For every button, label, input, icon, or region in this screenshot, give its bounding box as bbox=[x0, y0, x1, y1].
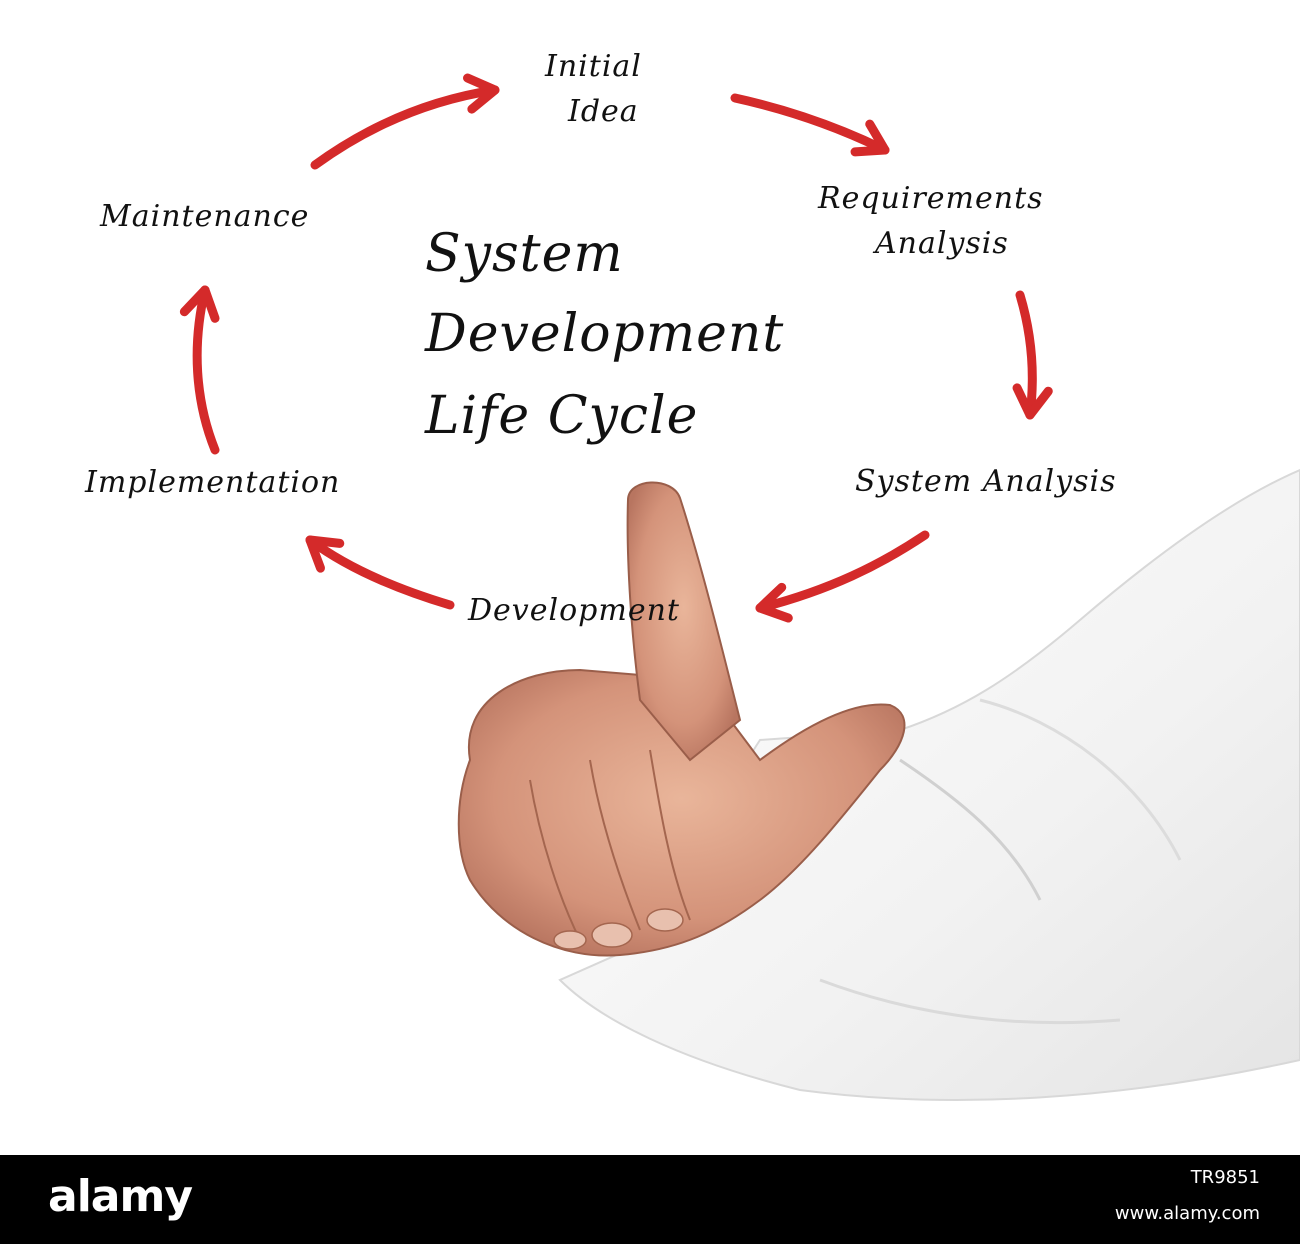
arrow-development-to-implementation-head bbox=[305, 535, 345, 573]
diagram-title-line-2: Development bbox=[425, 304, 785, 364]
arrow-development-to-implementation bbox=[305, 535, 455, 610]
arrow-system-analysis-to-development-head bbox=[755, 582, 793, 623]
arrow-initial-idea-to-requirements-head bbox=[850, 119, 890, 157]
arrow-requirements-to-system-analysis bbox=[1015, 290, 1037, 420]
sleeve-fold bbox=[819, 978, 1121, 1025]
stage-system-analysis: System Analysis bbox=[855, 464, 1117, 499]
stage-requirements-analysis-line-1: Requirements bbox=[818, 181, 1044, 216]
stage-requirements-analysis-line-2: Analysis bbox=[875, 226, 1009, 261]
image-id: TR9851 bbox=[1190, 1167, 1260, 1188]
stage-maintenance: Maintenance bbox=[100, 199, 310, 234]
arrow-requirements-to-system-analysis-head bbox=[1012, 383, 1053, 420]
arrow-maintenance-to-initial-idea bbox=[310, 85, 500, 170]
arrow-initial-idea-to-requirements bbox=[730, 93, 890, 155]
stage-initial-idea-line-1: Initial bbox=[545, 49, 642, 84]
diagram-title-line-1: System bbox=[425, 224, 624, 284]
diagram-title-line-3: Life Cycle bbox=[425, 386, 699, 446]
watermark-footer: alamy TR9851 www.alamy.com bbox=[0, 1155, 1300, 1244]
stage-implementation: Implementation bbox=[85, 465, 341, 500]
site-url: www.alamy.com bbox=[1114, 1203, 1260, 1224]
stage-initial-idea-line-2: Idea bbox=[568, 94, 639, 129]
sleeve-fold bbox=[979, 698, 1182, 861]
cycle-arrows bbox=[179, 73, 1053, 623]
arrow-system-analysis-to-development bbox=[755, 530, 930, 613]
alamy-logo: alamy bbox=[48, 1171, 193, 1222]
sleeve-fold bbox=[899, 758, 1042, 901]
stage-development: Development bbox=[468, 593, 680, 628]
pointing-hand-icon bbox=[457, 481, 906, 957]
arrow-maintenance-to-initial-idea-head bbox=[462, 73, 500, 114]
arrow-implementation-to-maintenance-head bbox=[179, 285, 220, 323]
arrow-implementation-to-maintenance bbox=[192, 285, 220, 455]
